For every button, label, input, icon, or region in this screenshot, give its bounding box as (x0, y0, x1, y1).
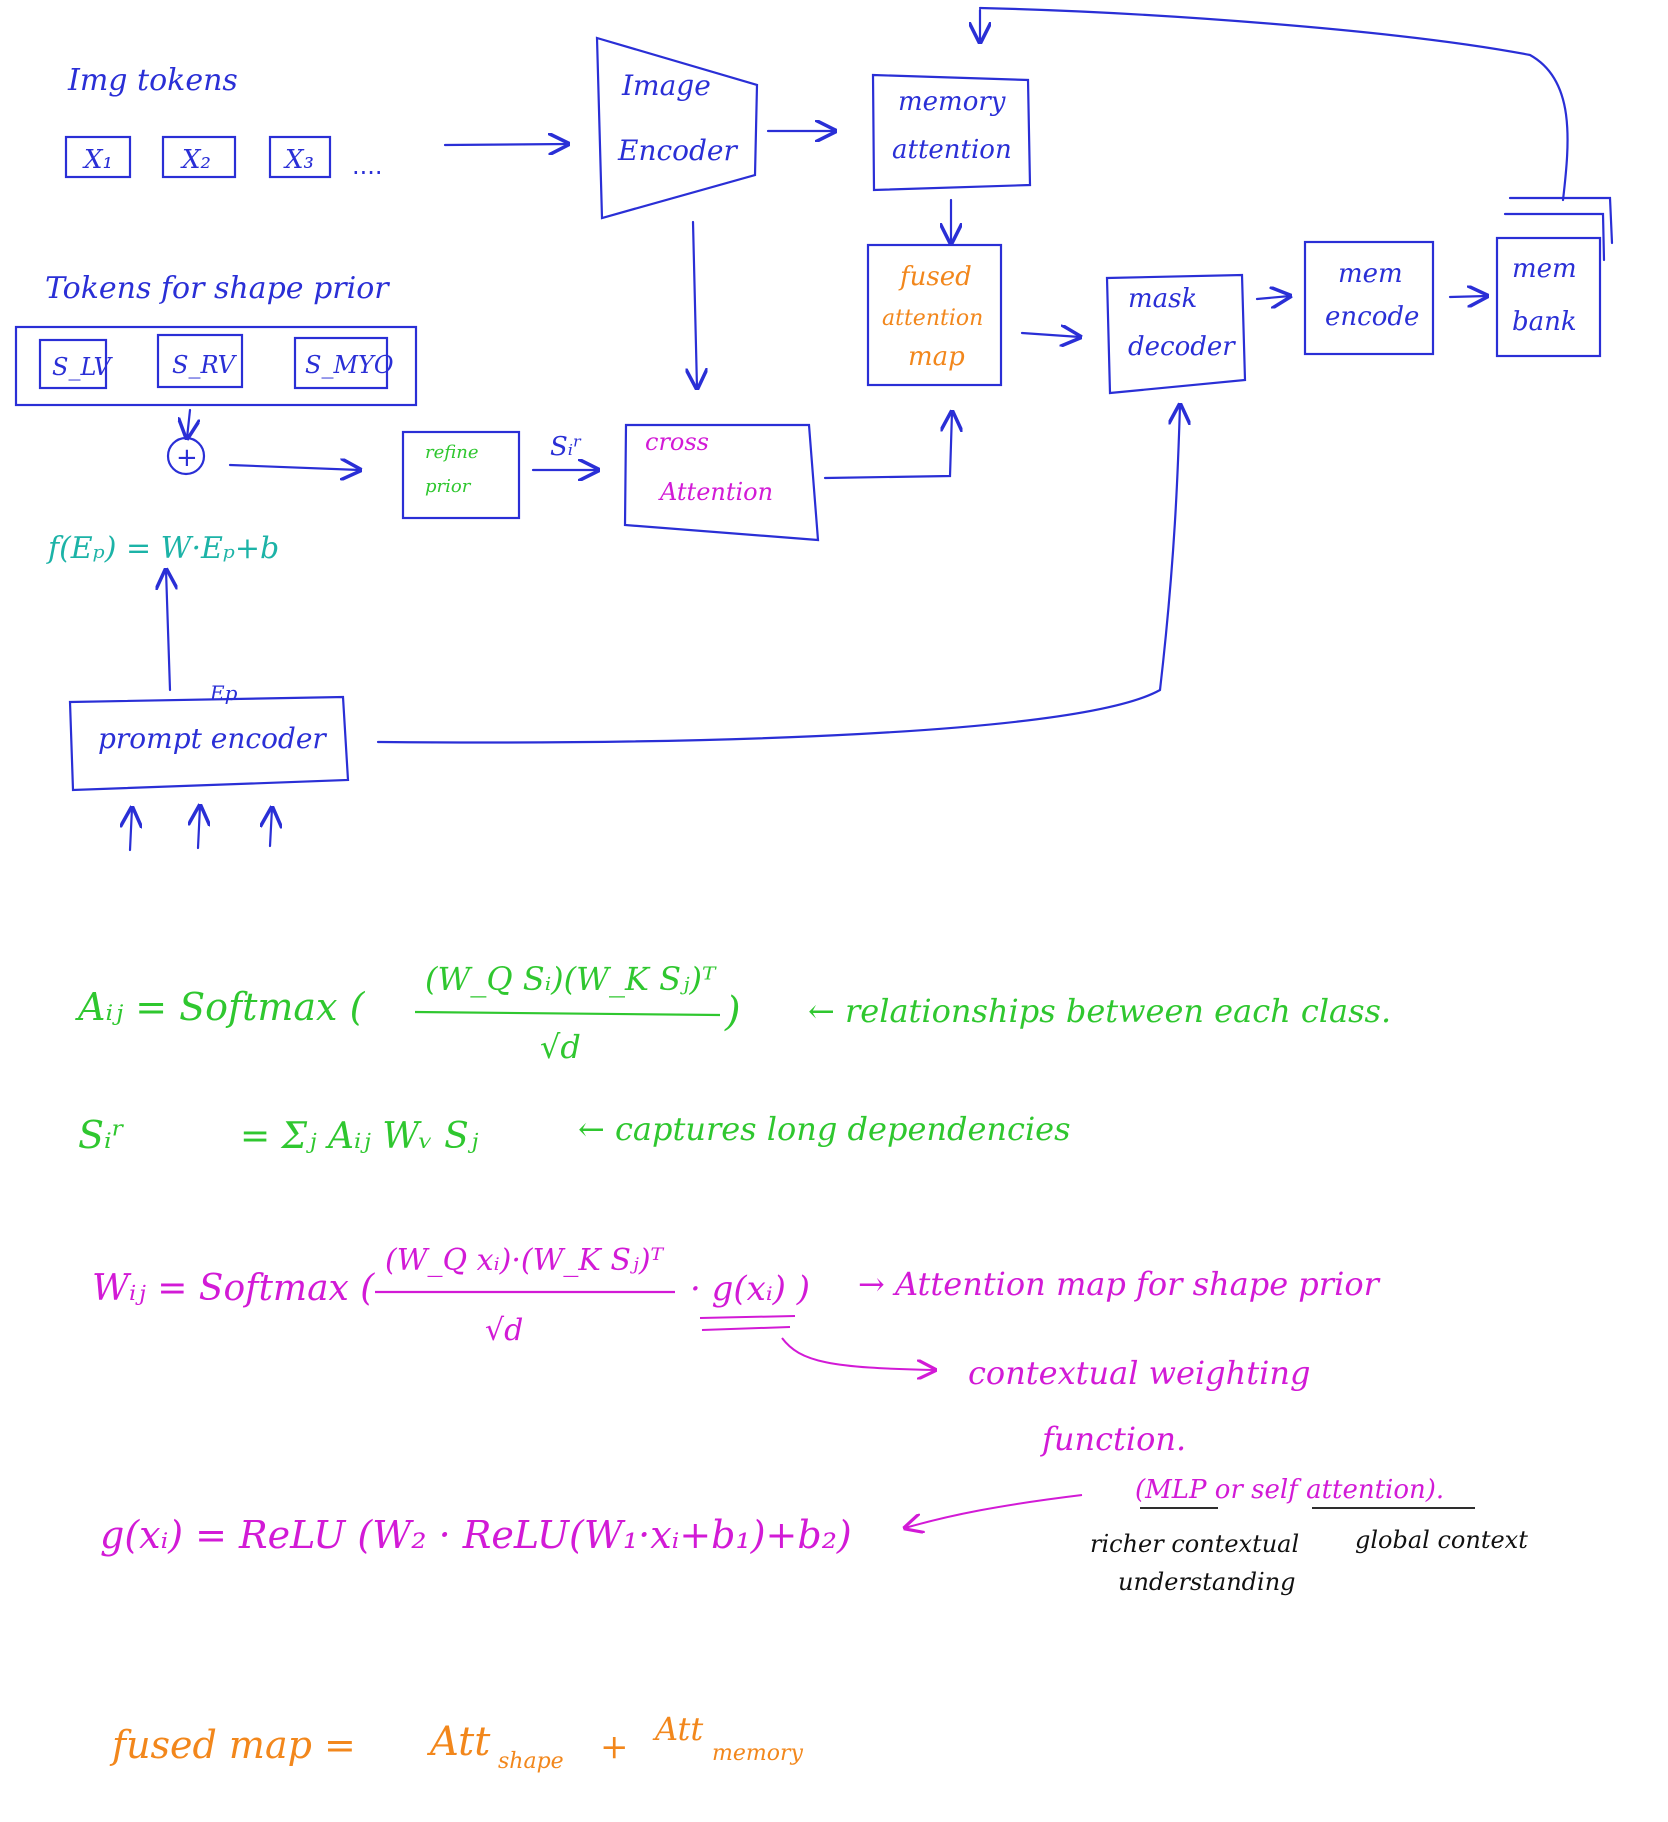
token-s-myo-box (293, 336, 389, 390)
mem-encode-label-1: mem (1338, 259, 1403, 289)
fused-label-1: fused (898, 262, 972, 292)
arrow-input-3 (270, 808, 272, 848)
ctx-note-2: function. (1040, 1420, 1186, 1458)
mem-bank-box (1495, 236, 1602, 358)
token-x2-label: X₂ (180, 145, 211, 175)
mask-decoder-label-1: mask (1128, 284, 1197, 314)
eq-memory-subscript: memory (712, 1741, 804, 1766)
eq-shape-subscript: shape (498, 1749, 564, 1774)
eq-wij-denominator: √d (485, 1313, 523, 1348)
eq-wij-numerator: (W_Q xᵢ)·(W_K Sⱼ)ᵀ (385, 1243, 665, 1278)
eq-aij-lhs: Aᵢⱼ = Softmax ( (75, 985, 366, 1029)
arrow-container-to-sum (187, 408, 190, 438)
sum-node-symbol: + (176, 443, 198, 473)
arrow-tokens-to-encoder (443, 144, 568, 145)
refine-prior-label-2: prior (425, 476, 472, 497)
token-x3-box (268, 135, 332, 179)
fused-label-3: map (908, 342, 965, 372)
refine-output-label: Sᵢʳ (550, 432, 582, 462)
prompt-encoder-label: prompt encoder (98, 722, 327, 755)
eq-aij-note: ← relationships between each class. (808, 992, 1391, 1030)
token-x1-label: X₁ (82, 145, 113, 175)
token-s-lv-label: S_LV (52, 353, 114, 381)
eq-fused-lhs: fused map = (109, 1723, 356, 1767)
arrow-prompt-to-f (166, 570, 170, 692)
eq-att-memory: Att (652, 1710, 703, 1748)
mem-bank-stack-middle (1503, 212, 1606, 262)
img-tokens-label: Img tokens (67, 63, 238, 98)
refine-prior-label-1: refine (425, 442, 479, 463)
cross-attention-box (623, 423, 820, 542)
eq-g-definition: g(xᵢ) = ReLU (W₂ · ReLU(W₁·xᵢ+b₁)+b₂) (100, 1513, 852, 1557)
eq-wij-note: → Attention map for shape prior (858, 1265, 1381, 1303)
ctx-note-1: contextual weighting (968, 1354, 1310, 1392)
cross-attention-label-2: Attention (658, 478, 773, 506)
refine-prior-box (401, 430, 521, 520)
eq-wij-g-underline-1 (699, 1315, 796, 1319)
mem-bank-stack-back (1508, 196, 1614, 245)
mem-encode-box (1303, 240, 1435, 356)
mlp-note: (MLP or self attention). (1135, 1475, 1444, 1505)
cross-attention-label-1: cross (645, 428, 709, 456)
arrow-mask-to-mem-encode (1255, 296, 1290, 299)
mem-bank-label-2: bank (1512, 307, 1577, 337)
token-s-rv-box (156, 333, 244, 389)
eq-aij-close: ) (724, 989, 741, 1035)
arrow-input-2 (198, 806, 200, 850)
shape-prior-container (14, 325, 418, 407)
tokens-shape-prior-label: Tokens for shape prior (45, 271, 390, 306)
eq-wij-lhs: Wᵢⱼ = Softmax ( (92, 1268, 375, 1309)
f-ep-equation: f(Eₚ) = W·Eₚ+b (46, 531, 279, 566)
eq-aij-numerator: (W_Q Sᵢ)(W_K Sⱼ)ᵀ (425, 960, 717, 998)
richer-note-1: richer contextual (1090, 1530, 1299, 1558)
eq-plus: + (600, 1727, 629, 1767)
arrow-encoder-to-cross-attention (693, 220, 697, 388)
mem-encode-label-2: encode (1325, 302, 1419, 332)
mem-bank-label-1: mem (1512, 254, 1577, 284)
image-encoder-label-2: Encoder (617, 134, 739, 167)
arrow-prompt-to-mask-decoder (376, 405, 1180, 744)
sum-node (166, 436, 206, 476)
token-x3-label: X₃ (283, 145, 314, 175)
token-s-myo-label: S_MYO (305, 351, 394, 379)
global-note: global context (1355, 1526, 1528, 1554)
memory-attention-box (871, 73, 1032, 192)
image-encoder-shape (595, 36, 759, 220)
mask-decoder-label-2: decoder (1128, 332, 1236, 362)
image-encoder-label-1: Image (621, 69, 711, 102)
eq-sr-note: ← captures long dependencies (578, 1110, 1071, 1148)
arrow-mlp-to-g (905, 1494, 1083, 1528)
feedback-loop-line (978, 6, 1569, 202)
eq-sr-lhs: Sᵢʳ (78, 1113, 125, 1157)
token-x2-box (161, 135, 237, 179)
arrow-input-1 (130, 808, 132, 852)
ep-label: Ep (209, 681, 238, 705)
eq-att-shape: Att (426, 1719, 491, 1765)
eq-wij-g-underline-2 (701, 1326, 791, 1331)
fused-label-2: attention (882, 306, 983, 331)
arrow-fused-to-mask-decoder (1020, 333, 1080, 337)
eq-aij-fraction-bar (414, 1010, 721, 1017)
arrow-cross-to-fused (823, 412, 952, 480)
arrow-sum-to-refine (228, 465, 360, 470)
memory-attention-label-1: memory (898, 87, 1006, 117)
arrow-mem-encode-to-bank (1448, 296, 1487, 297)
eq-wij-g: · g(xᵢ) ) (690, 1269, 810, 1309)
richer-note-2: understanding (1118, 1568, 1296, 1596)
token-x1-box (64, 135, 132, 179)
eq-aij-denominator: √d (540, 1028, 581, 1066)
eq-sr-rhs: = Σⱼ Aᵢⱼ Wᵥ Sⱼ (240, 1116, 479, 1157)
token-ellipsis: .... (352, 152, 383, 180)
token-s-lv-box (38, 338, 108, 390)
fused-attention-map-box (866, 243, 1003, 387)
mask-decoder-box (1105, 273, 1247, 395)
token-s-rv-label: S_RV (172, 351, 238, 379)
prompt-encoder-box (68, 695, 350, 792)
arrow-g-to-contextual (781, 1337, 935, 1370)
memory-attention-label-2: attention (892, 135, 1012, 165)
